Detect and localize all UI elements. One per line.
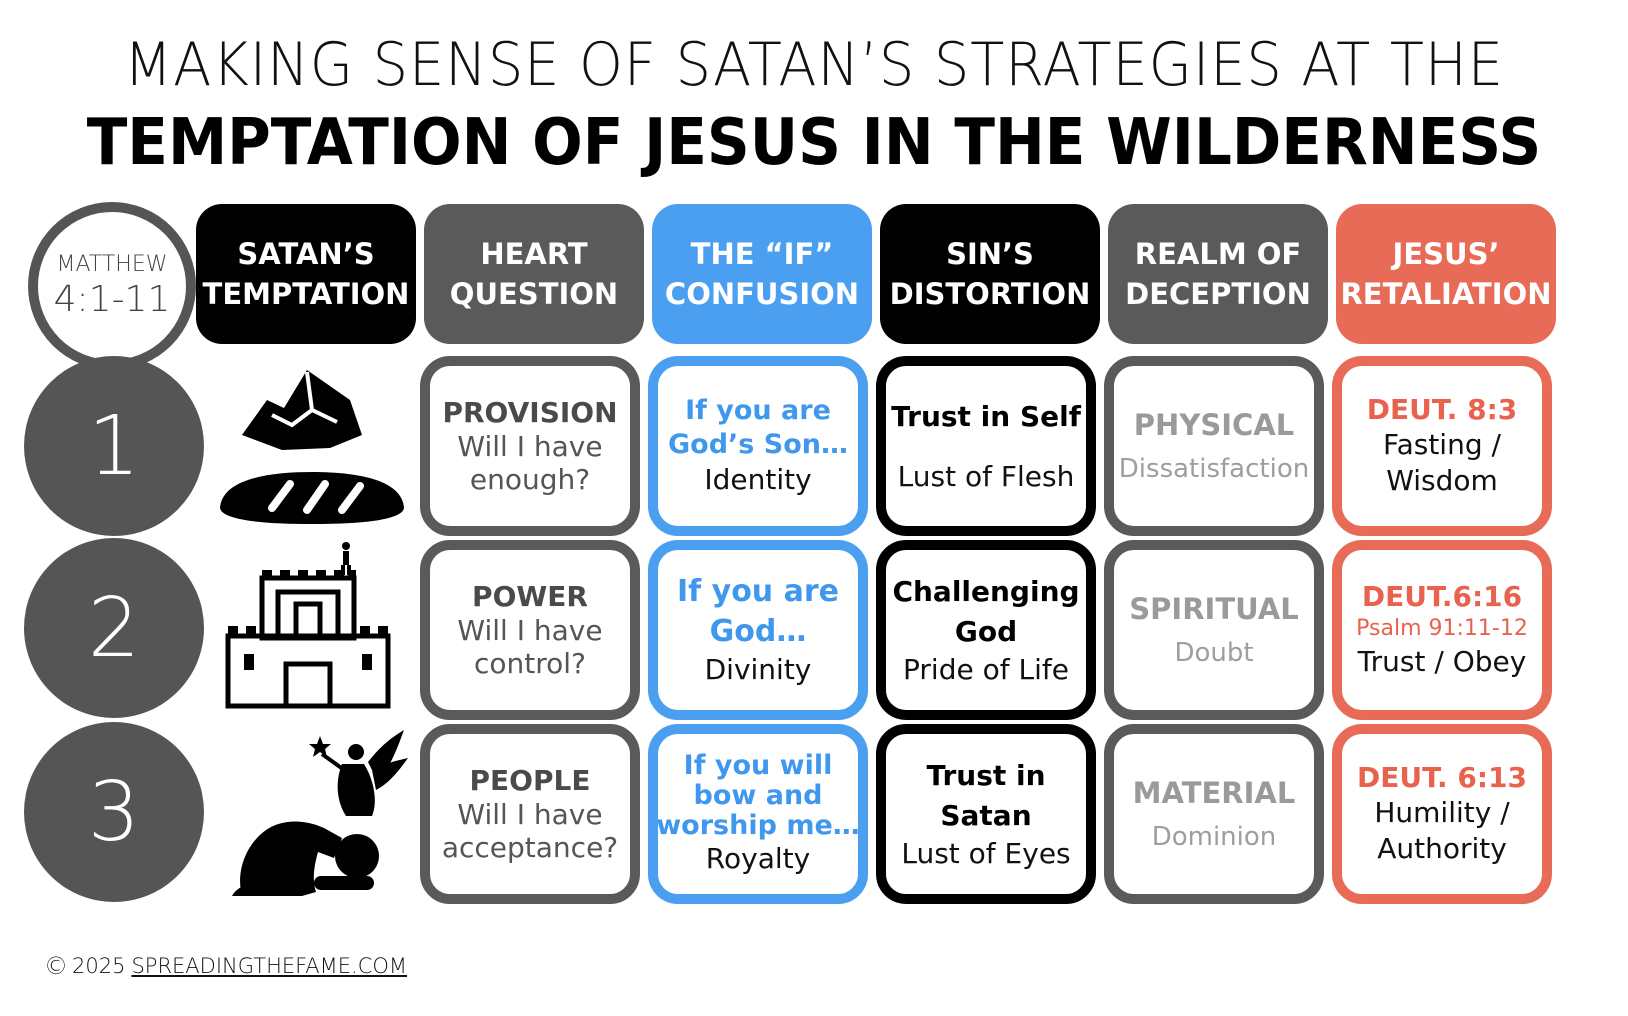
header-line: TEMPTATION	[202, 277, 410, 311]
header-satans-temptation: SATAN’S TEMPTATION	[196, 204, 416, 344]
cell-text: Royalty	[705, 842, 811, 875]
if-confusion-identity: If you are God’s Son… Identity	[648, 356, 868, 536]
cell-title: If you are	[685, 395, 831, 426]
cell-title: Challenging	[892, 575, 1080, 608]
row-number-2: 2	[24, 538, 204, 718]
cell-text: Trust / Obey	[1357, 645, 1527, 678]
realm-spiritual: SPIRITUAL Doubt	[1104, 540, 1324, 720]
if-confusion-divinity: If you are God… Divinity	[648, 540, 868, 720]
header-line: QUESTION	[449, 277, 619, 311]
cell-text: acceptance?	[441, 831, 619, 864]
cell-text: Humility /	[1374, 796, 1510, 829]
header-if-confusion: THE “IF” CONFUSION	[652, 204, 872, 344]
cell-title: POWER	[472, 580, 588, 613]
if-confusion-royalty: If you will bow and worship me… Royalty	[648, 724, 868, 904]
cell-text: Authority	[1377, 832, 1507, 865]
copyright-icon: ©	[44, 952, 68, 980]
realm-material: MATERIAL Dominion	[1104, 724, 1324, 904]
temple-pinnacle-icon	[225, 542, 391, 709]
heart-question-power: POWER Will I have control?	[420, 540, 640, 720]
cell-title: If you are	[676, 574, 839, 609]
header-line: REALM OF	[1134, 237, 1302, 271]
sins-distortion-trust-in-satan: Trust in Satan Lust of Eyes	[876, 724, 1096, 904]
cell-title: Trust in	[926, 759, 1046, 792]
footer: © 2025 SPREADINGTHEFAME.COM	[44, 952, 407, 980]
cell-text: Doubt	[1174, 638, 1254, 668]
cell-text: Lust of Eyes	[901, 837, 1071, 870]
header-heart-question: HEART QUESTION	[424, 204, 644, 344]
header-line: SIN’S	[946, 237, 1034, 271]
cell-title: DEUT.6:16	[1361, 580, 1523, 613]
retaliation-deut-6-13: DEUT. 6:13 Humility / Authority	[1332, 724, 1552, 904]
cell-title: God	[954, 615, 1018, 648]
header-line: JESUS’	[1392, 237, 1500, 271]
cell-text: Dominion	[1151, 822, 1277, 852]
header-line: DISTORTION	[889, 277, 1091, 311]
cell-title: MATERIAL	[1132, 776, 1296, 810]
reference-book: MATTHEW	[56, 252, 168, 277]
cell-text: Lust of Flesh	[897, 460, 1075, 493]
row-number-1: 1	[24, 356, 204, 536]
cell-text: Pride of Life	[903, 653, 1069, 686]
cell-text: Wisdom	[1386, 464, 1498, 497]
cell-title: PHYSICAL	[1133, 408, 1295, 442]
cell-text: Fasting /	[1383, 428, 1501, 461]
cell-title: DEUT. 8:3	[1366, 393, 1518, 426]
cell-title: Trust in Self	[891, 400, 1081, 433]
header-sins-distortion: SIN’S DISTORTION	[880, 204, 1100, 344]
cell-title: bow and	[693, 780, 823, 811]
footer-year: 2025	[72, 954, 126, 978]
cell-subtitle: Psalm 91:11-12	[1356, 616, 1528, 641]
cell-title: SPIRITUAL	[1129, 592, 1299, 626]
cell-title: DEUT. 6:13	[1357, 761, 1527, 794]
stones-and-bread-icon	[220, 370, 404, 524]
header-line: SATAN’S	[237, 237, 375, 271]
sins-distortion-challenging-god: Challenging God Pride of Life	[876, 540, 1096, 720]
header-line: DECEPTION	[1125, 277, 1311, 311]
retaliation-deut-6-16: DEUT.6:16 Psalm 91:11-12 Trust / Obey	[1332, 540, 1552, 720]
cell-title: God’s Son…	[668, 429, 848, 460]
cell-title: PEOPLE	[469, 764, 591, 797]
cell-title: worship me…	[656, 810, 860, 841]
cell-text: enough?	[469, 463, 591, 496]
cell-text: Identity	[704, 463, 812, 496]
cell-text: Will I have	[457, 430, 603, 463]
heart-question-people: PEOPLE Will I have acceptance?	[420, 724, 640, 904]
header-realm-of-deception: REALM OF DECEPTION	[1108, 204, 1328, 344]
header-jesus-retaliation: JESUS’ RETALIATION	[1336, 204, 1556, 344]
header-line: CONFUSION	[664, 277, 860, 311]
cell-text: Will I have	[457, 614, 603, 647]
title-line-2: TEMPTATION OF JESUS IN THE WILDERNESS	[86, 106, 1542, 180]
realm-physical: PHYSICAL Dissatisfaction	[1104, 356, 1324, 536]
sins-distortion-trust-in-self: Trust in Self Lust of Flesh	[876, 356, 1096, 536]
cell-text: Dissatisfaction	[1118, 454, 1310, 484]
reference-verses: 4:1-11	[53, 279, 171, 320]
cell-title: Satan	[940, 799, 1032, 832]
footer-site-link[interactable]: SPREADINGTHEFAME.COM	[131, 954, 408, 978]
cell-title: PROVISION	[442, 396, 618, 429]
bowing-worship-icon	[232, 730, 408, 896]
header-line: RETALIATION	[1340, 277, 1552, 311]
retaliation-deut-8-3: DEUT. 8:3 Fasting / Wisdom	[1332, 356, 1552, 536]
heart-question-provision: PROVISION Will I have enough?	[420, 356, 640, 536]
header-line: THE “IF”	[690, 237, 834, 271]
cell-text: control?	[474, 647, 586, 680]
scripture-reference-circle: MATTHEW 4:1-11	[28, 202, 196, 370]
cell-text: Divinity	[704, 653, 812, 686]
cell-title: God…	[709, 614, 807, 649]
header-line: HEART	[480, 237, 588, 271]
cell-title: If you will	[683, 750, 833, 781]
row-number-3: 3	[24, 722, 204, 902]
cell-text: Will I have	[457, 798, 603, 831]
title-line-1: MAKING SENSE OF SATAN’S STRATEGIES AT TH…	[124, 30, 1504, 100]
